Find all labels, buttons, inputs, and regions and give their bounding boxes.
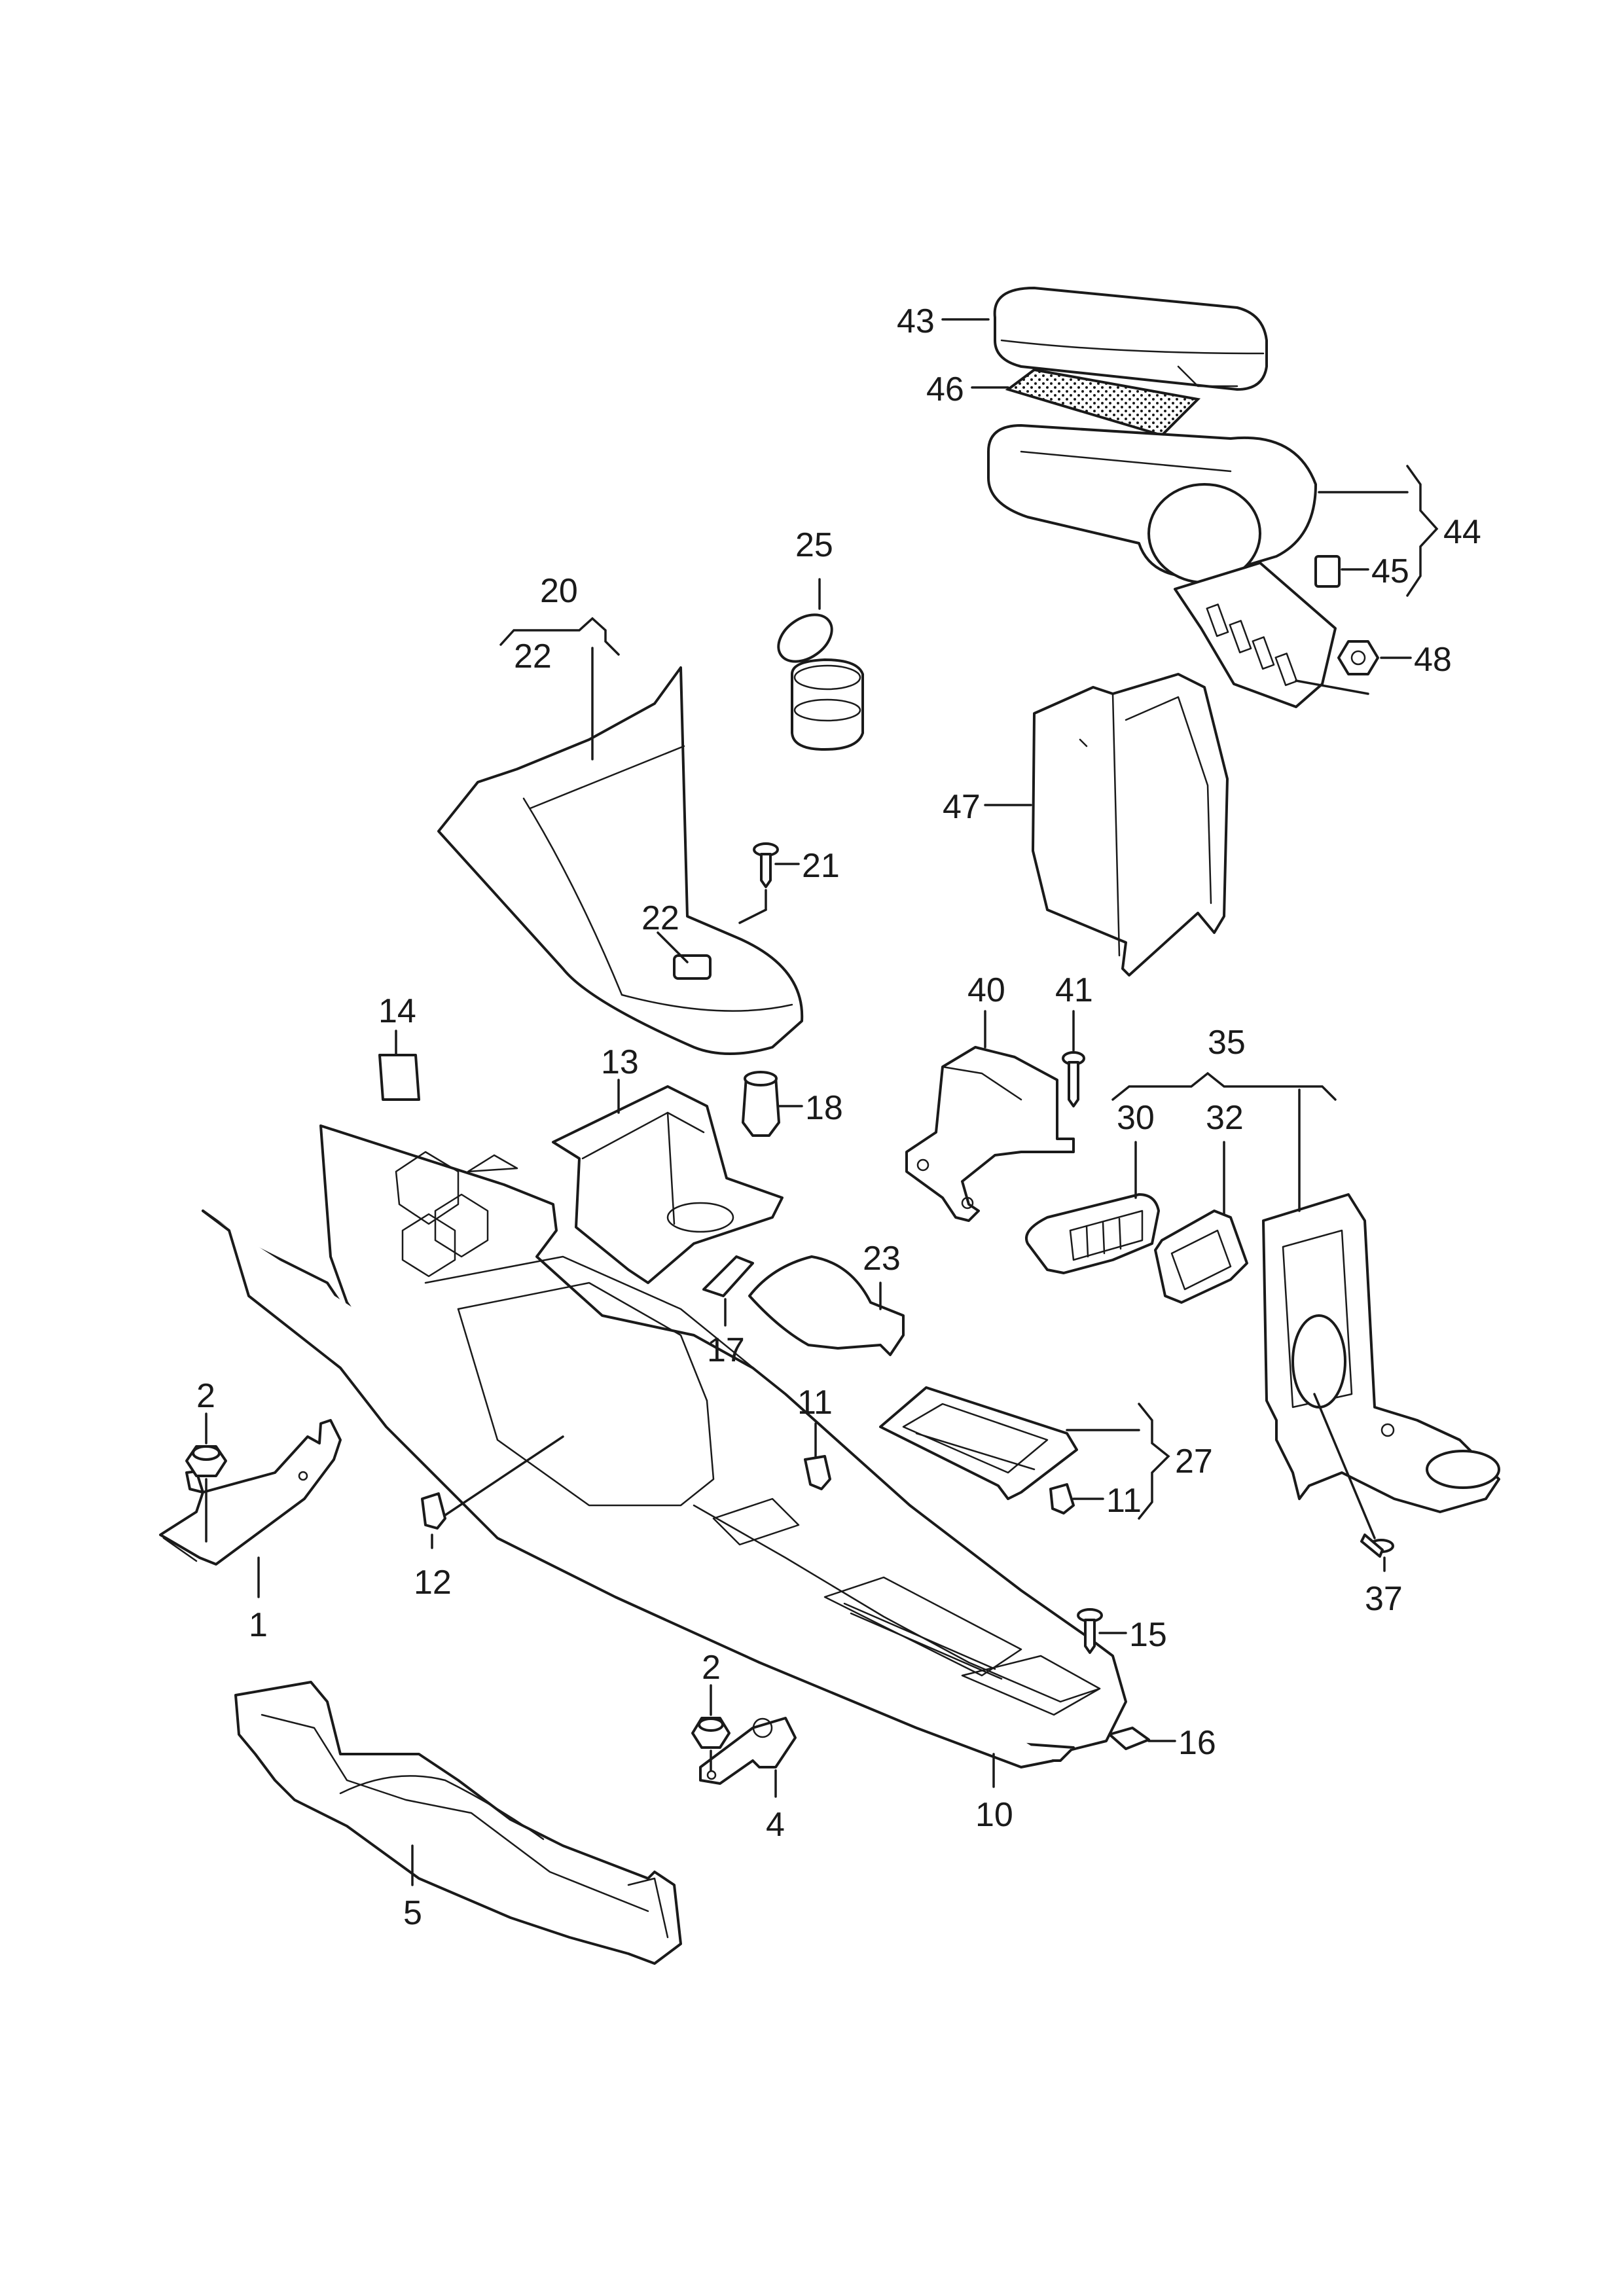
part-45-clip [1314,555,1341,588]
callout-47: 47 [943,788,981,826]
callout-11-b: 11 [1106,1482,1142,1520]
callout-25: 25 [795,526,833,564]
callout-17: 17 [707,1331,745,1369]
callout-11-a: 11 [797,1384,833,1422]
part-30-air-vent [1025,1193,1160,1274]
callout-23: 23 [863,1240,901,1278]
callout-37: 37 [1365,1580,1403,1618]
callout-5: 5 [403,1894,422,1932]
callout-22: 22 [641,899,679,937]
leader-lines [205,318,1439,1886]
callout-20: 20 [540,572,578,610]
part-23-cover [748,1255,905,1356]
part-41-screw [1062,1051,1085,1107]
part-32-frame [1154,1210,1248,1304]
callout-labels: 43 46 44 45 48 47 25 20 22 21 22 14 13 1… [196,302,1481,1932]
part-2-nut-left [185,1445,227,1477]
callout-22-group: 22 [514,637,552,675]
callout-35: 35 [1208,1024,1246,1062]
part-25-cup-insert [777,613,864,751]
part-35-rear-trim [1262,1193,1500,1513]
callout-18: 18 [805,1089,843,1127]
callout-40: 40 [967,971,1005,1009]
callout-13: 13 [601,1043,639,1081]
part-4-bracket [699,1717,797,1785]
part-44-armrest [987,424,1337,708]
callout-1: 1 [249,1606,268,1644]
part-14-pad [378,1054,420,1101]
callout-10: 10 [975,1796,1013,1834]
callout-30: 30 [1117,1099,1155,1137]
part-11-clip-b [1049,1483,1075,1515]
callout-45: 45 [1371,552,1409,590]
part-12-clip [421,1492,446,1530]
part-11-clip-a [804,1455,831,1490]
callout-21: 21 [802,847,840,885]
callout-2-left: 2 [196,1377,215,1415]
callout-46: 46 [926,370,964,408]
part-13-storage-tray [552,1085,784,1284]
callout-27: 27 [1175,1443,1213,1480]
part-37-screw [1360,1534,1394,1558]
part-40-bracket [905,1046,1075,1222]
part-47-support [1032,673,1229,977]
part-1-bracket [159,1419,342,1566]
part-46-mat [1005,368,1201,437]
part-21-screw [753,842,779,888]
part-48-nut [1337,640,1379,675]
part-16-clip [1108,1727,1150,1750]
part-15-screw [1077,1608,1103,1654]
callout-48: 48 [1414,641,1452,679]
part-2-nut-center [691,1717,731,1749]
part-27-tray [879,1386,1078,1500]
part-18-switch [742,1071,780,1137]
callout-43: 43 [897,302,935,340]
callout-2-center: 2 [702,1649,721,1687]
part-43-armrest-lid [993,287,1268,391]
part-5-air-duct [234,1681,682,1965]
callout-41: 41 [1055,971,1093,1009]
callout-16: 16 [1178,1724,1216,1762]
part-10-center-console [202,1124,1127,1768]
callout-32: 32 [1206,1099,1244,1137]
callout-14: 14 [378,992,416,1030]
callout-44: 44 [1443,513,1481,551]
part-17-trim [702,1255,754,1297]
callout-4: 4 [766,1806,785,1844]
part-20-shift-cover [437,666,804,1055]
callout-12: 12 [414,1564,452,1602]
callout-15: 15 [1129,1616,1167,1654]
